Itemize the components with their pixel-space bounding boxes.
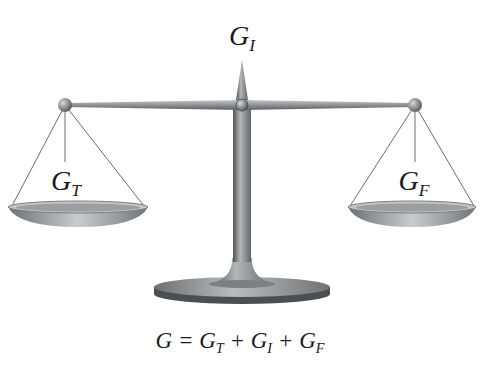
symbol: G	[399, 165, 419, 196]
symbol: + G	[224, 328, 268, 353]
pan-rim	[8, 201, 148, 213]
foot-rim	[209, 280, 275, 288]
subscript: F	[316, 339, 325, 355]
pan-strings	[12, 105, 474, 206]
subscript: I	[249, 36, 255, 55]
beam	[65, 100, 415, 110]
weight-label: GT	[51, 166, 81, 200]
beam-end	[408, 98, 422, 112]
beam-end	[58, 98, 72, 112]
symbol: G	[51, 165, 71, 196]
pan-inside	[16, 204, 140, 212]
subscript: T	[216, 339, 224, 355]
base-top	[154, 277, 330, 297]
weight-label: GI	[229, 21, 255, 55]
symbol: G	[229, 20, 249, 51]
symbol: + G	[272, 328, 316, 353]
symbol: G = G	[156, 328, 216, 353]
weight-label: GF	[399, 166, 430, 200]
equation: G = GT + GI + GF	[156, 328, 325, 356]
pan-inside	[356, 204, 468, 212]
pan-rim	[348, 201, 476, 213]
post	[233, 100, 251, 262]
pointer	[236, 60, 248, 100]
subscript: F	[419, 181, 430, 200]
pivot	[236, 99, 248, 111]
subscript: I	[267, 339, 272, 355]
subscript: T	[71, 181, 81, 200]
